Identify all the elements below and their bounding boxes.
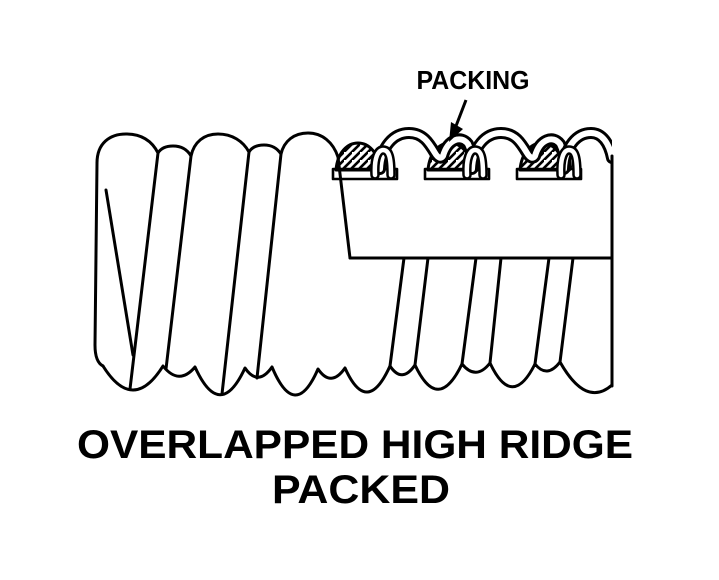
external-convolutions [93,131,614,397]
corrugation-line [413,256,430,367]
bottom-scallop-contour [101,360,614,397]
left-edge-line [93,161,105,368]
interlock-hook [462,145,488,180]
interlock-hook [370,145,396,180]
ridge-arch [374,127,480,175]
corrugation-line [388,256,406,368]
packing-annotation: PACKING [417,65,530,142]
interlock-hooks [370,145,582,180]
convolution-edge-line [255,152,283,380]
caption-line-2: PACKED [272,468,450,512]
corrugation-line [488,256,503,365]
ridge-arch [466,127,572,175]
section-boundary-line [336,155,352,260]
corrugation-line [460,256,478,366]
leader-arrow-head-icon [449,122,463,142]
section-lines [336,154,614,388]
cross-section [331,127,614,388]
convolution-top-contour [95,131,340,165]
interlock-hook [556,145,582,180]
caption-line-1: OVERLAPPED HIGH RIDGE [77,423,633,467]
caption: OVERLAPPED HIGH RIDGE PACKED [77,423,633,512]
convolution-edge-line [128,151,160,391]
packing-label: PACKING [417,65,530,95]
strip-taper-line [104,188,135,357]
corrugation-line [558,256,575,364]
convolution-edge-line [164,154,193,371]
leader-arrow-line [454,99,468,127]
convolution-edge-line [220,150,251,396]
corrugation-line [533,256,551,366]
